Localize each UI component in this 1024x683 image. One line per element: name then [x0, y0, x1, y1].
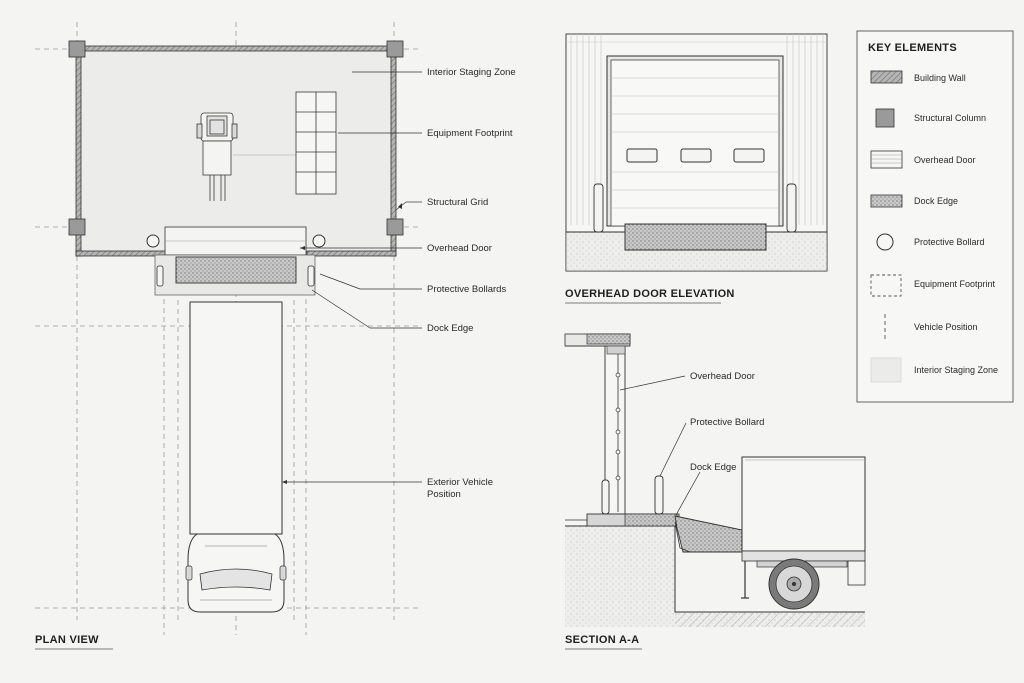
- building-wall-swatch: [870, 70, 903, 84]
- legend-panel: KEY ELEMENTS Building Wall Structural Co…: [856, 30, 1014, 403]
- dock-leveler: [624, 223, 767, 251]
- forklift-icon: [196, 112, 300, 201]
- dock-leveler-lip: [674, 515, 743, 553]
- ground-fill: [565, 526, 865, 627]
- label-interior-staging-zone: Interior Staging Zone: [427, 67, 516, 78]
- label-overhead-door: Overhead Door: [427, 243, 492, 254]
- door-track-rollers: [615, 372, 621, 481]
- bollard-circle: [146, 234, 160, 248]
- overhead-door-swatch: [870, 150, 903, 169]
- legend-item-equipment-footprint: Equipment Footprint: [914, 279, 996, 289]
- section-a-a: Overhead Door Protective Bollard Dock Ed…: [564, 333, 866, 650]
- ground-hatch: [675, 612, 865, 627]
- door-window: [680, 148, 712, 163]
- bollard: [593, 183, 604, 233]
- section-leaders: [619, 375, 701, 516]
- legend-item-building-wall: Building Wall: [914, 73, 966, 83]
- plan-leader-arrows: [282, 203, 402, 484]
- staging-zone-swatch: [870, 357, 902, 383]
- door-panel-lines: [611, 77, 779, 209]
- overhead-door-panel: [610, 59, 780, 227]
- section-title: SECTION A-A: [565, 634, 639, 646]
- plan-view: Interior Staging Zone Equipment Footprin…: [35, 22, 516, 650]
- label-equipment-footprint: Equipment Footprint: [427, 128, 513, 139]
- bollard: [654, 475, 664, 515]
- bollard-circle: [312, 234, 326, 248]
- bollard-circle-swatch: [876, 233, 894, 251]
- bollard: [156, 265, 164, 287]
- truck-plan: [185, 301, 287, 613]
- interior-staging-zone: [80, 50, 393, 254]
- structural-column: [68, 218, 86, 236]
- label-protective-bollards: Protective Bollards: [427, 284, 506, 295]
- bollard: [307, 265, 315, 287]
- legend-item-structural-column: Structural Column: [914, 113, 986, 123]
- label-exterior-vehicle-position: Position: [427, 489, 461, 500]
- trailer-chassis: [741, 550, 866, 562]
- legend-item-dock-edge: Dock Edge: [914, 196, 958, 206]
- overhead-door-elevation: OVERHEAD DOOR ELEVATION: [565, 33, 828, 304]
- plan-leaders: [282, 71, 422, 483]
- structural-column: [68, 40, 86, 58]
- building-wall-north: [75, 45, 397, 52]
- dock-edge: [175, 256, 297, 284]
- legend-item-protective-bollard: Protective Bollard: [914, 237, 985, 247]
- label-section-dock-edge: Dock Edge: [690, 462, 736, 473]
- structural-column: [386, 218, 404, 236]
- bollard: [601, 479, 610, 515]
- dock-edge-swatch: [870, 194, 903, 208]
- structural-column-swatch: [875, 108, 895, 128]
- bollard: [786, 183, 797, 233]
- legend-item-interior-staging-zone: Interior Staging Zone: [914, 365, 998, 375]
- label-section-overhead-door: Overhead Door: [690, 371, 755, 382]
- building-wall-south-left: [75, 250, 167, 257]
- legend-title: KEY ELEMENTS: [868, 42, 957, 54]
- label-dock-edge: Dock Edge: [427, 323, 473, 334]
- door-window: [626, 148, 658, 163]
- dashed-box-swatch: [870, 274, 902, 297]
- label-exterior-vehicle: Exterior Vehicle: [427, 477, 493, 488]
- label-section-protective-bollard: Protective Bollard: [690, 417, 764, 428]
- legend-item-overhead-door: Overhead Door: [914, 155, 976, 165]
- label-structural-grid: Structural Grid: [427, 197, 488, 208]
- building-wall-south-right: [306, 250, 397, 257]
- legend-item-vehicle-position: Vehicle Position: [914, 322, 978, 332]
- elevation-title: OVERHEAD DOOR ELEVATION: [565, 288, 735, 300]
- header-beam-hatch: [586, 333, 631, 345]
- door-window: [733, 148, 765, 163]
- trailer-body: [741, 456, 866, 552]
- pallet-rack-grid: [295, 91, 337, 195]
- plan-view-title: PLAN VIEW: [35, 634, 99, 646]
- structural-column: [386, 40, 404, 58]
